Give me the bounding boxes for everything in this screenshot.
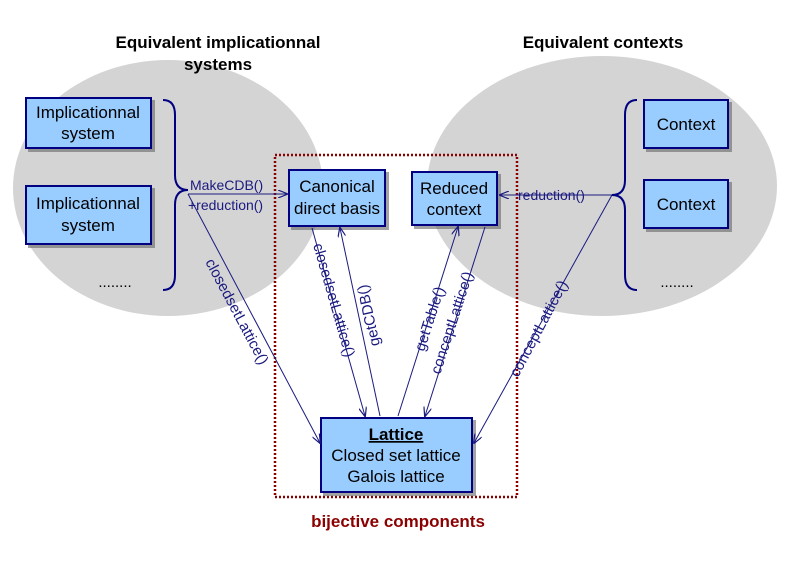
closedset-left-arrow [187, 193, 320, 443]
context-1-label: Context [657, 115, 716, 134]
implicational-system-box-2[interactable] [25, 185, 152, 245]
gettable-arrow [397, 227, 458, 417]
left-ellipsis: ........ [98, 274, 131, 291]
lattice-box[interactable] [320, 417, 473, 493]
conceptlattice-center-arrow [425, 226, 486, 416]
closedset-center-label: closedsetLattice() [309, 241, 358, 359]
left-brace [162, 99, 189, 291]
left-heading-line2: systems [184, 55, 252, 74]
closedset-center-arrow [311, 227, 365, 416]
reduction-label: reduction() [518, 187, 585, 203]
bijective-components-label: bijective components [311, 512, 485, 531]
cdb-line1: Canonical [299, 177, 375, 196]
getcdb-arrow [340, 228, 381, 417]
makecdb-label: MakeCDB() [190, 177, 263, 193]
lattice-line3: Galois lattice [347, 467, 444, 486]
reduced-context-box[interactable] [411, 171, 498, 226]
implicational-system-1-line2: system [61, 124, 115, 143]
context-box-1[interactable] [643, 99, 729, 149]
bijective-frame [273, 153, 519, 499]
left-heading-line1: Equivalent implicationnal [116, 33, 321, 52]
canonical-direct-basis-box[interactable] [288, 169, 386, 227]
lattice-line2: Closed set lattice [331, 446, 460, 465]
conceptlattice-right-arrow [474, 194, 613, 443]
context-box-2[interactable] [643, 179, 729, 229]
cdb-line2: direct basis [294, 199, 380, 218]
reduced-line2: context [427, 200, 482, 219]
plus-reduction-label: +reduction() [188, 197, 263, 213]
context-2-label: Context [657, 195, 716, 214]
implicational-system-2-line1: Implicationnal [36, 194, 140, 213]
right-heading: Equivalent contexts [523, 33, 684, 52]
implicational-system-box-1[interactable] [25, 97, 152, 149]
right-ellipsis: ........ [660, 274, 693, 291]
lattice-title: Lattice [369, 425, 424, 444]
implicational-system-2-line2: system [61, 216, 115, 235]
implicational-system-1-line1: Implicationnal [36, 103, 140, 122]
reduced-line1: Reduced [420, 179, 488, 198]
